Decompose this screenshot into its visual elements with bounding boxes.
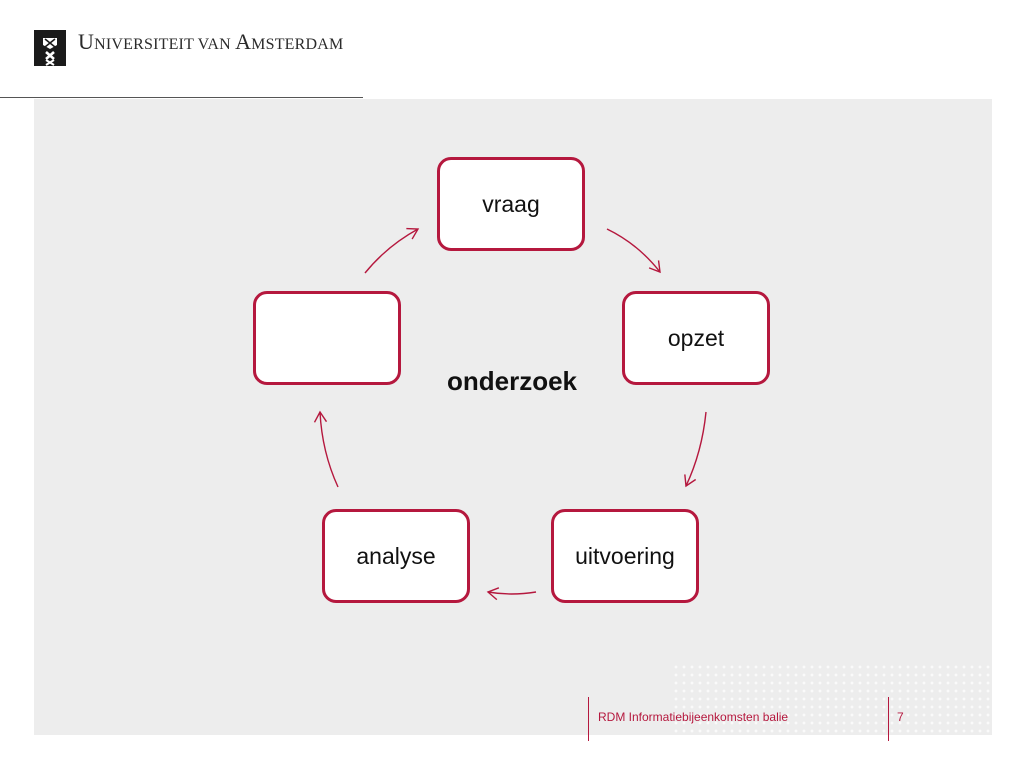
step-label-vraag: vraag (482, 190, 540, 217)
university-name-initial-2: A (235, 29, 252, 54)
university-name-initial-1: U (78, 29, 95, 54)
step-box-uitvoering: uitvoering (551, 509, 699, 603)
university-logo (34, 30, 66, 66)
university-name-rest-1: NIVERSITEIT VAN (94, 36, 236, 53)
step-label-opzet: opzet (667, 324, 725, 351)
step-label-uitvoering: uitvoering (575, 542, 675, 569)
footer-divider-left (588, 697, 589, 741)
arrow-empty-to-vraag (364, 227, 420, 274)
university-name-rest-2: MSTERDAM (251, 36, 344, 53)
step-label-analyse: analyse (356, 542, 436, 569)
arrow-opzet-to-uitvoering (684, 411, 707, 488)
center-label: onderzoek (446, 366, 578, 396)
step-box-opzet: opzet (622, 291, 770, 385)
step-box-empty (253, 291, 401, 385)
step-box-analyse: analyse (322, 509, 470, 603)
step-box-vraag: vraag (437, 157, 585, 251)
page-number: 7 (897, 710, 904, 724)
arrow-analyse-to-empty (313, 410, 339, 488)
arrow-vraag-to-opzet (606, 228, 661, 274)
arrow-uitvoering-to-analyse (486, 587, 537, 601)
footer-divider-right (888, 697, 889, 741)
header-rule (0, 97, 363, 98)
footer-title: RDM Informatiebijeenkomsten balie (598, 710, 789, 724)
dot-pattern (672, 663, 992, 735)
university-name: UNIVERSITEIT VAN AMSTERDAM (78, 29, 343, 55)
